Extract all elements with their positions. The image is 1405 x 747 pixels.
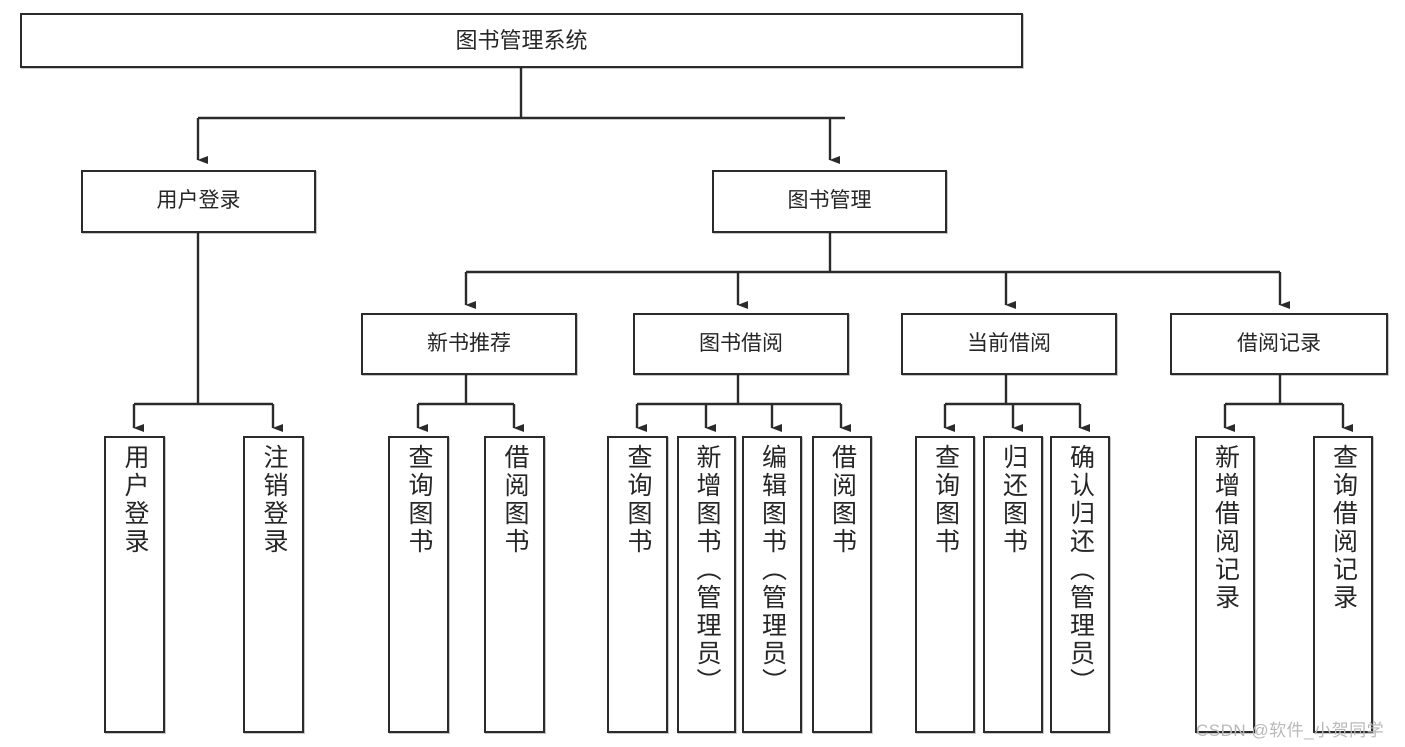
node-leaf-confirm-return[interactable]: 确认归还（管理员） (1050, 436, 1110, 733)
node-user-login[interactable]: 用户登录 (81, 170, 316, 233)
node-leaf-return-book[interactable]: 归还图书 (983, 436, 1043, 733)
connector-book-borrow-to-leaves (635, 375, 852, 433)
node-leaf-add-book-label: 新增图书（管理员） (693, 444, 721, 696)
node-leaf-query-book-2[interactable]: 查询图书 (607, 436, 668, 733)
node-current-borrow-label: 当前借阅 (967, 331, 1051, 355)
node-user-login-label: 用户登录 (156, 189, 241, 213)
connector-borrow-record-to-leaves (1223, 375, 1354, 433)
connector-user-login-to-leaves (132, 233, 284, 433)
node-root-label: 图书管理系统 (455, 27, 588, 53)
node-leaf-query-book-1-label: 查询图书 (405, 444, 433, 556)
node-new-book-recommend[interactable]: 新书推荐 (361, 313, 577, 375)
node-borrow-record[interactable]: 借阅记录 (1170, 313, 1388, 375)
node-book-borrow-label: 图书借阅 (699, 331, 783, 355)
node-book-borrow[interactable]: 图书借阅 (633, 313, 849, 375)
node-leaf-borrow-book-1[interactable]: 借阅图书 (484, 436, 545, 733)
node-leaf-query-book-3[interactable]: 查询图书 (915, 436, 975, 733)
node-leaf-return-book-label: 归还图书 (999, 444, 1028, 556)
node-leaf-query-book-1[interactable]: 查询图书 (388, 436, 449, 733)
node-leaf-user-login[interactable]: 用户登录 (104, 436, 165, 733)
csdn-watermark: CSDN @软件_小贺同学 (1196, 721, 1385, 740)
node-leaf-borrow-book-1-label: 借阅图书 (501, 444, 529, 556)
node-leaf-confirm-return-label: 确认归还（管理员） (1066, 444, 1095, 696)
node-book-management[interactable]: 图书管理 (712, 170, 947, 233)
node-leaf-borrow-book-2-label: 借阅图书 (828, 444, 857, 556)
node-leaf-query-book-3-label: 查询图书 (931, 444, 960, 556)
node-leaf-add-book[interactable]: 新增图书（管理员） (677, 436, 736, 733)
connector-book-management-to-level3 (464, 233, 1291, 310)
node-leaf-query-record[interactable]: 查询借阅记录 (1313, 436, 1373, 733)
node-leaf-user-login-label: 用户登录 (121, 444, 149, 556)
node-current-borrow[interactable]: 当前借阅 (901, 313, 1117, 375)
node-borrow-record-label: 借阅记录 (1237, 331, 1321, 355)
node-leaf-add-record[interactable]: 新增借阅记录 (1195, 436, 1255, 733)
node-leaf-edit-book[interactable]: 编辑图书（管理员） (742, 436, 802, 733)
node-leaf-edit-book-label: 编辑图书（管理员） (758, 444, 787, 696)
connector-root-to-level2 (196, 68, 845, 165)
node-new-book-recommend-label: 新书推荐 (427, 331, 511, 355)
connector-new-book-recommend-to-leaves (416, 375, 525, 433)
node-leaf-query-record-label: 查询借阅记录 (1329, 444, 1358, 612)
node-book-management-label: 图书管理 (787, 189, 872, 213)
node-leaf-add-record-label: 新增借阅记录 (1211, 444, 1240, 612)
connector-current-borrow-to-leaves (943, 375, 1091, 433)
node-leaf-logout-login-label: 注销登录 (260, 444, 288, 556)
node-root[interactable]: 图书管理系统 (20, 13, 1023, 68)
node-leaf-borrow-book-2[interactable]: 借阅图书 (812, 436, 872, 733)
node-leaf-query-book-2-label: 查询图书 (624, 444, 652, 556)
node-leaf-logout-login[interactable]: 注销登录 (243, 436, 304, 733)
